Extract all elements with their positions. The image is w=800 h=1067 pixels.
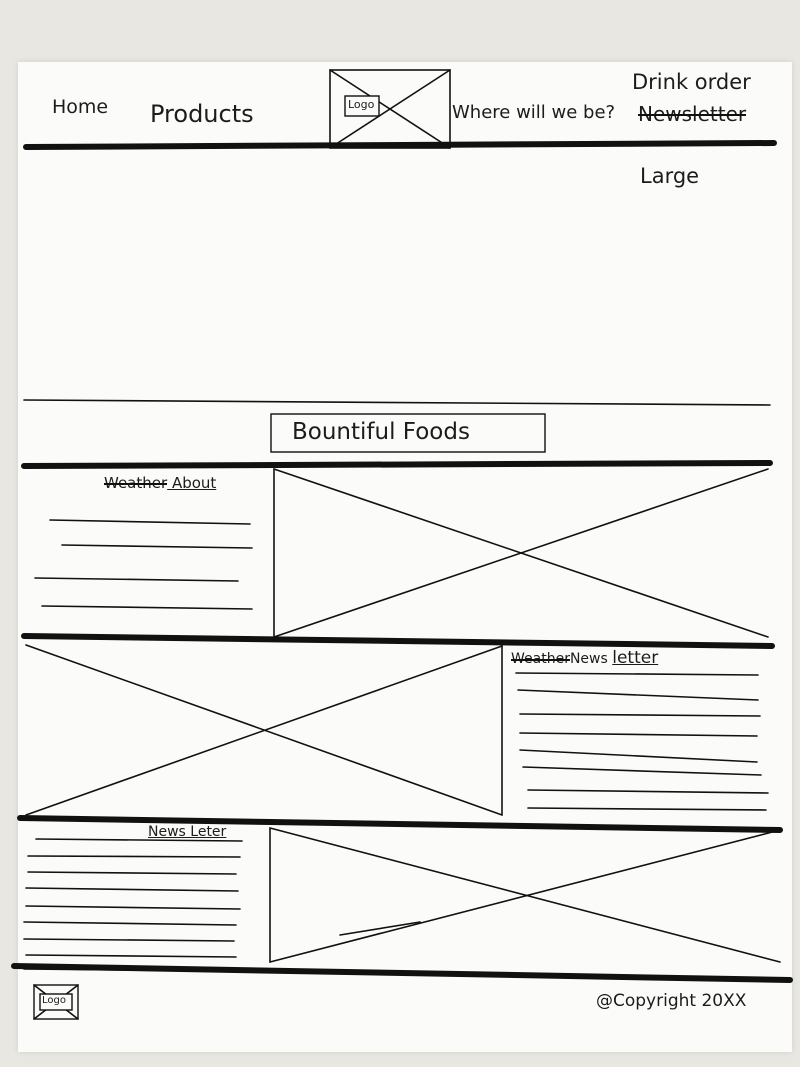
hero-bottom-line [23,399,771,406]
hero-area [24,152,770,398]
section2-heading-letter: letter [612,648,659,668]
title-bountiful-foods: Bountiful Foods [292,419,470,445]
title-box-frame [270,413,546,453]
footer-divider [11,963,793,983]
section3-text-lines [23,838,243,972]
section2-text-lines [515,672,769,811]
section1-heading-crossed: Weather [104,474,168,492]
section3-heading: News Leter [148,824,227,840]
section2-heading: WeatherNews letter [511,648,658,668]
header-logo-label[interactable]: Logo [348,98,375,111]
section1-top-divider [21,460,773,469]
section2-heading-news: News [569,651,608,667]
footer-copyright: @Copyright 20XX [596,991,747,1011]
paper-sheet [18,62,792,1052]
section2-top-divider [21,633,775,649]
nav-drink-order[interactable]: Drink order [632,70,751,94]
header-divider [23,140,777,150]
nav-where-will-we-be[interactable]: Where will we be? [452,102,616,123]
section2-heading-weather: Weather [511,651,570,667]
nav-home[interactable]: Home [52,96,109,118]
section2-image-placeholder [25,644,503,816]
footer-logo-box [33,984,79,1020]
hero-large-note: Large [640,164,700,188]
section3-image-placeholder [269,827,781,963]
section1-heading-about: About [171,474,217,492]
section1-text-lines [34,519,253,610]
section1-heading: Weather About [104,474,216,492]
footer-logo-label[interactable]: Logo [42,995,66,1006]
nav-newsletter-crossed: Newsletter [638,102,747,126]
nav-newsletter-text: Newsletter [638,102,747,126]
section3-top-divider [17,815,783,833]
section1-image-placeholder [273,468,769,638]
nav-products[interactable]: Products [150,100,254,128]
